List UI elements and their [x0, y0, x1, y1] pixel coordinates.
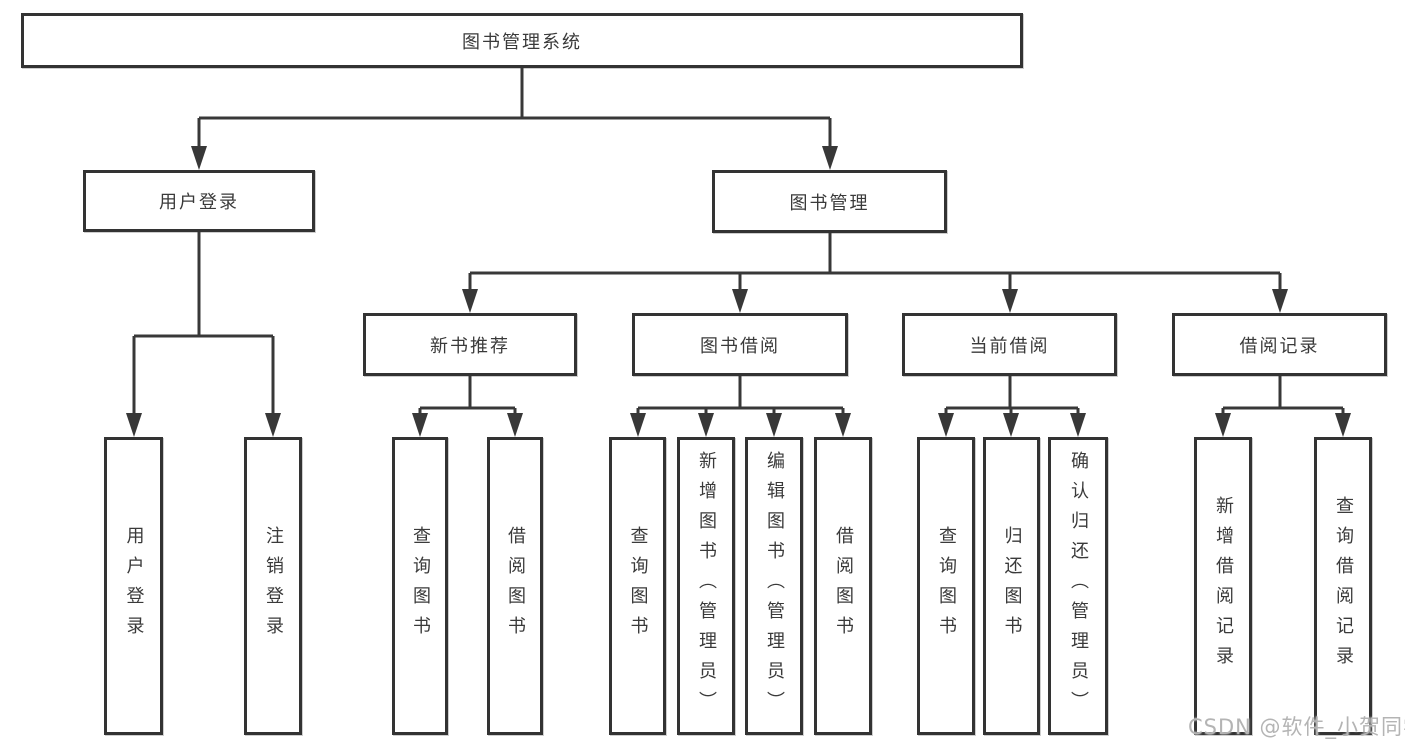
leaf-logout: 注销登录	[244, 437, 302, 735]
node-new-book-recommend: 新书推荐	[363, 313, 577, 376]
node-label: 新书推荐	[430, 335, 510, 357]
leaf-query-book-recommend: 查询图书	[392, 437, 448, 735]
node-label: 当前借阅	[969, 335, 1050, 357]
leaf-query-borrow-record: 查询借阅记录	[1314, 437, 1372, 735]
node-book-borrow: 图书借阅	[632, 313, 848, 376]
node-book-management: 图书管理	[712, 170, 947, 233]
node-label: 查询借阅记录	[1333, 496, 1354, 676]
node-label: 用户登录	[123, 526, 145, 646]
leaf-borrow-book: 借阅图书	[814, 437, 872, 735]
node-label: 查询图书	[410, 526, 431, 646]
leaf-add-book-admin: 新增图书（管理员）	[677, 437, 735, 735]
leaf-edit-book-admin: 编辑图书（管理员）	[745, 437, 803, 735]
node-label: 借阅图书	[505, 526, 526, 646]
leaf-return-book: 归还图书	[983, 437, 1040, 735]
node-label: 查询图书	[627, 526, 649, 646]
node-label: 注销登录	[263, 526, 284, 646]
node-label: 借阅图书	[833, 526, 854, 646]
node-label: 用户登录	[159, 192, 239, 213]
node-borrow-records: 借阅记录	[1172, 313, 1387, 376]
csdn-watermark: CSDN @软件_小贺同学	[1188, 715, 1405, 739]
leaf-add-borrow-record: 新增借阅记录	[1194, 437, 1252, 735]
leaf-query-book-current: 查询图书	[917, 437, 975, 735]
leaf-query-book-borrow: 查询图书	[609, 437, 666, 735]
node-current-borrow: 当前借阅	[902, 313, 1117, 376]
node-label: 归还图书	[1001, 526, 1023, 646]
node-user-login: 用户登录	[83, 170, 315, 232]
node-library-management-system: 图书管理系统	[21, 13, 1023, 68]
node-label: 查询图书	[936, 526, 957, 646]
node-label: 图书借阅	[700, 335, 780, 357]
leaf-confirm-return-admin: 确认归还（管理员）	[1048, 437, 1108, 735]
node-label: 借阅记录	[1239, 335, 1320, 357]
node-label: 图书管理系统	[462, 31, 582, 53]
node-label: 编辑图书（管理员）	[764, 451, 785, 721]
leaf-borrow-book-recommend: 借阅图书	[487, 437, 543, 735]
node-label: 新增借阅记录	[1213, 496, 1234, 676]
node-label: 新增图书（管理员）	[696, 451, 717, 721]
node-label: 图书管理	[789, 192, 870, 214]
leaf-user-login: 用户登录	[104, 437, 163, 735]
node-label: 确认归还（管理员）	[1068, 451, 1089, 721]
